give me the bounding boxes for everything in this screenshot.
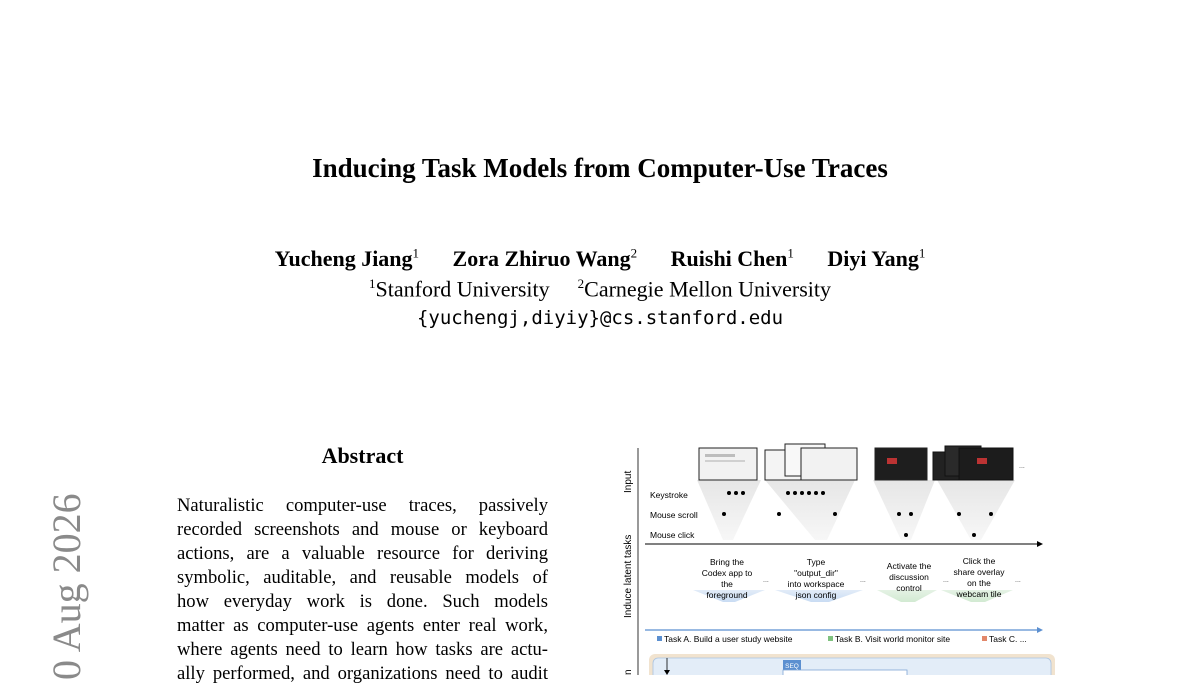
ellipsis-text: ... [860,577,866,584]
seq-badge [783,660,801,670]
author-3: Ruishi Chen1 [670,246,794,272]
ellipsis-text: ... [943,577,949,584]
screenshot-thumbnail [800,447,858,481]
arxiv-stamp-text: 0 Aug 2026 [44,493,89,680]
action-label-keystroke: Keystroke [650,490,688,500]
legend-task-a: Task A. Build a user study website [664,634,793,644]
step-1-line: foreground [706,590,747,600]
author-2: Zora Zhiruo Wang2 [452,246,638,272]
step-3-line: control [896,583,922,593]
step-2-line: json config [795,590,837,600]
screenshot-detail [705,454,735,457]
arxiv-stamp: 0 Aug 2026 [44,493,89,680]
author-email: {yuchengj,diyiy}@cs.stanford.edu [416,307,784,329]
figure-1: Input Induce latent tasks n ... Keystrok… [623,443,1055,675]
action-label-scroll: Mouse scroll [650,510,698,520]
author-4: Diyi Yang1 [827,246,926,272]
action-label-click: Mouse click [650,530,695,540]
timeline-arrowhead [1037,541,1043,547]
legend-swatch-task-a [657,636,662,641]
affiliation-1: Stanford University [375,276,550,302]
step-1-line: Codex app to [702,568,753,578]
screenshot-detail [705,460,745,462]
screenshot-detail [977,458,987,464]
task-funnel-b [941,590,1013,602]
paper-title: Inducing Task Models from Computer-Use T… [312,153,888,183]
task-funnel-a [775,590,863,602]
seq-box [782,669,908,675]
author-1: Yucheng Jiang1 [274,246,420,272]
row-label-bottom: n [623,669,634,675]
step-1-line: the [721,579,733,589]
abstract-line: recorded screenshots and mouse or keyboa… [177,519,548,540]
step-4-line: webcam tile [956,589,1002,599]
ellipsis-text: ... [763,577,769,584]
abstract-line: symbolic, auditable, and reusable models… [177,567,548,588]
row-label-induce: Induce latent tasks [623,535,634,618]
task-model-inner-panel [652,657,1052,675]
abstract-line: matter as computer-use agents enter real… [177,615,548,636]
step-4-line: share overlay [953,567,1005,577]
funnel-shade [873,480,935,540]
step-3-line: discussion [889,572,929,582]
step-4-line: Click the [963,556,996,566]
ellipsis-text: ... [1019,463,1025,470]
step-2-line: Type [807,557,826,567]
screenshot-thumbnail [698,447,758,481]
flow-arrowhead [664,670,670,675]
step-1-line: Bring the [710,557,744,567]
ellipsis-text: ... [1015,577,1021,584]
action-dots [722,491,993,537]
funnel-shade [765,480,855,540]
legend-swatch-task-c [982,636,987,641]
affiliation-2: Carnegie Mellon University [584,276,831,302]
task-funnel-a [693,590,765,602]
seq-badge-text: SEQ [785,663,799,670]
screenshot-detail [887,458,897,464]
step-4-line: on the [967,578,991,588]
abstract-line: how everyday work is done. Such models [177,591,548,612]
author-list: Yucheng Jiang1 Zora Zhiruo Wang2 Ruishi … [0,246,1200,272]
screenshot-thumbnail [874,447,928,481]
step-2-line: "output_dir" [794,568,838,578]
abstract-body: Naturalistic computer-use traces, passiv… [177,494,548,686]
funnel-shade [697,480,761,540]
legend-task-b: Task B. Visit world monitor site [835,634,950,644]
task-funnel-b [877,590,937,602]
abstract-line: ally performed, and organizations need t… [177,663,548,684]
abstract-line: Naturalistic computer-use traces, passiv… [177,495,548,516]
row-label-input: Input [623,471,634,493]
step-3-line: Activate the [887,561,932,571]
abstract-line: where agents need to learn how tasks are… [177,639,548,660]
abstract-heading: Abstract [321,443,404,468]
abstract-line: actions, are a valuable resource for der… [177,543,548,564]
tasks-arrowhead [1037,627,1043,633]
funnel-shade [937,480,1015,540]
step-2-line: into workspace [788,579,845,589]
legend-task-c: Task C. ... [989,634,1027,644]
legend-swatch-task-b [828,636,833,641]
